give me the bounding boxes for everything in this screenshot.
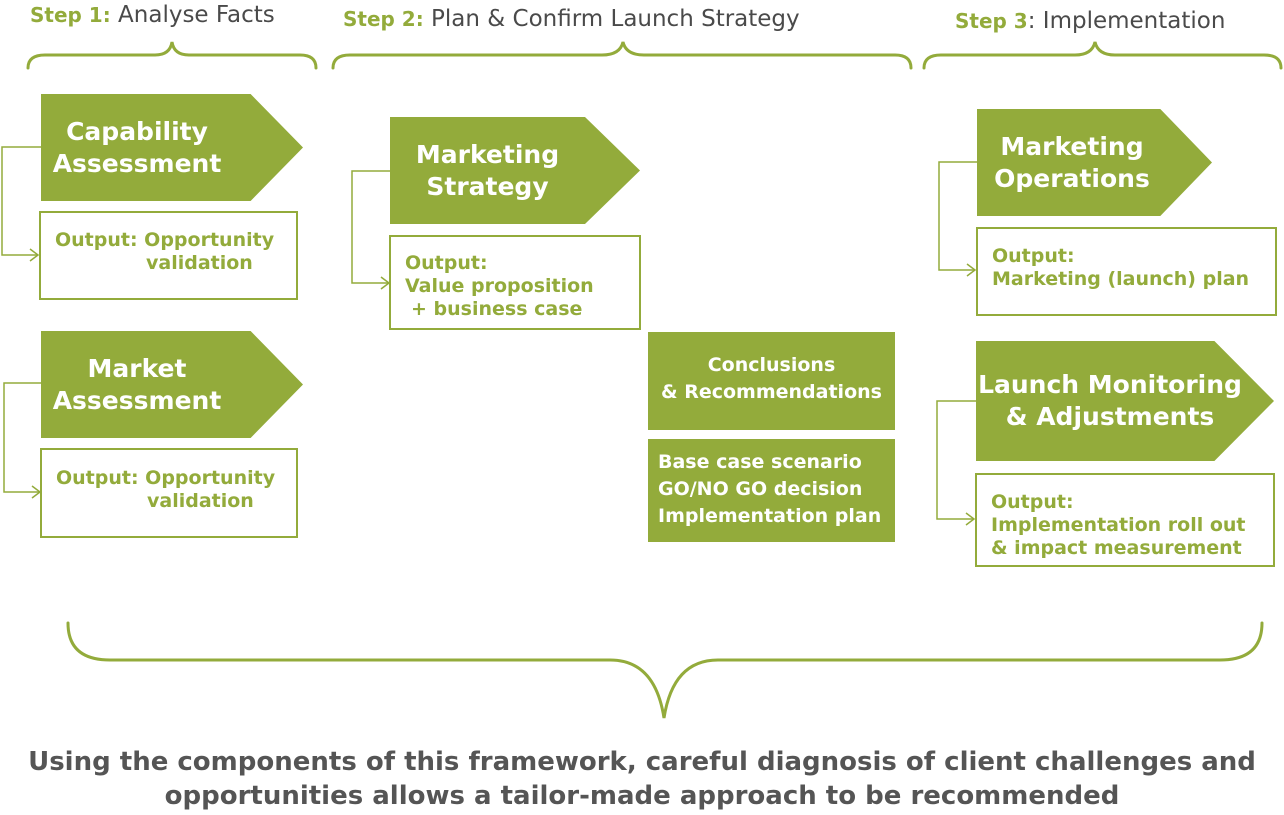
capability-line1: Capability bbox=[66, 116, 208, 146]
connector-operations bbox=[938, 161, 978, 271]
step-1-brace bbox=[26, 41, 318, 70]
monitoring-output-line2: Implementation roll out bbox=[991, 514, 1246, 536]
operations-line1: Marketing bbox=[1000, 131, 1144, 161]
capability-output-box: Output: Opportunity validation bbox=[39, 211, 298, 300]
capability-output-line1: Output: Opportunity bbox=[55, 229, 275, 251]
market-line2: Assessment bbox=[52, 385, 222, 415]
marketing-operations-shape: Marketing Operations bbox=[977, 109, 1212, 216]
step-2-name: Plan & Confirm Launch Strategy bbox=[431, 6, 800, 32]
step-1-label: Step 1: bbox=[30, 3, 111, 27]
step-2-label: Step 2: bbox=[343, 7, 424, 31]
decisions-line3: Implementation plan bbox=[658, 505, 882, 527]
strategy-line2: Strategy bbox=[426, 171, 549, 201]
market-output-line1: Output: Opportunity bbox=[56, 467, 276, 489]
strategy-output-line2: Value proposition bbox=[405, 275, 594, 297]
marketing-strategy-shape: Marketing Strategy bbox=[390, 117, 640, 224]
step-3-header: Step 3: Implementation bbox=[955, 8, 1225, 34]
connector-market bbox=[3, 382, 41, 493]
step-3-name: : Implementation bbox=[1027, 8, 1226, 34]
footer-line1: Using the components of this framework, … bbox=[28, 747, 1256, 777]
market-output-box: Output: Opportunity validation bbox=[40, 448, 298, 538]
connector-strategy bbox=[351, 170, 391, 284]
decisions-line2: GO/NO GO decision bbox=[658, 478, 863, 500]
capability-line2: Assessment bbox=[52, 148, 222, 178]
step-1-name: Analyse Facts bbox=[118, 2, 275, 28]
step-3-brace bbox=[922, 41, 1283, 70]
monitoring-output-box: Output: Implementation roll out & impact… bbox=[975, 473, 1275, 567]
monitoring-line1: Launch Monitoring bbox=[978, 370, 1242, 399]
step-3-label: Step 3 bbox=[955, 9, 1028, 33]
monitoring-output-line3: & impact measurement bbox=[991, 537, 1242, 559]
capability-output-line2: validation bbox=[146, 252, 253, 274]
step-2-brace bbox=[331, 41, 913, 70]
connector-capability bbox=[1, 146, 41, 256]
step-1-header: Step 1: Analyse Facts bbox=[30, 2, 275, 28]
operations-line2: Operations bbox=[994, 163, 1150, 193]
launch-monitoring-shape: Launch Monitoring & Adjustments bbox=[976, 341, 1274, 461]
footer-line2: opportunities allows a tailor-made appro… bbox=[164, 781, 1120, 811]
operations-output-box: Output: Marketing (launch) plan bbox=[976, 227, 1277, 316]
connector-capability-arrowhead bbox=[29, 248, 40, 262]
market-output-line2: validation bbox=[147, 490, 254, 512]
strategy-line1: Marketing bbox=[415, 139, 560, 169]
strategy-output-line3: + business case bbox=[411, 298, 583, 320]
connector-monitoring bbox=[936, 400, 976, 520]
conclusions-line2: & Recommendations bbox=[661, 381, 882, 403]
monitoring-output-line1: Output: bbox=[991, 491, 1074, 513]
operations-output-line1: Output: bbox=[992, 245, 1075, 267]
monitoring-line2: & Adjustments bbox=[1005, 402, 1215, 431]
strategy-output-line1: Output: bbox=[405, 252, 488, 274]
capability-assessment-shape: Capability Assessment bbox=[41, 94, 303, 201]
operations-output-line2: Marketing (launch) plan bbox=[992, 268, 1250, 290]
market-line1: Market bbox=[87, 353, 187, 383]
strategy-output-box: Output: Value proposition + business cas… bbox=[389, 235, 641, 330]
conclusions-box: Conclusions & Recommendations bbox=[648, 332, 895, 430]
decisions-box: Base case scenario GO/NO GO decision Imp… bbox=[648, 439, 895, 542]
decisions-line1: Base case scenario bbox=[658, 451, 862, 473]
footer-caption: Using the components of this framework, … bbox=[0, 745, 1284, 813]
market-assessment-shape: Market Assessment bbox=[41, 331, 303, 438]
conclusions-line1: Conclusions bbox=[707, 354, 836, 376]
connector-monitoring-arrowhead bbox=[965, 512, 976, 526]
connector-operations-arrowhead bbox=[966, 263, 977, 277]
step-2-header: Step 2: Plan & Confirm Launch Strategy bbox=[343, 6, 800, 32]
bottom-brace bbox=[66, 621, 1264, 719]
